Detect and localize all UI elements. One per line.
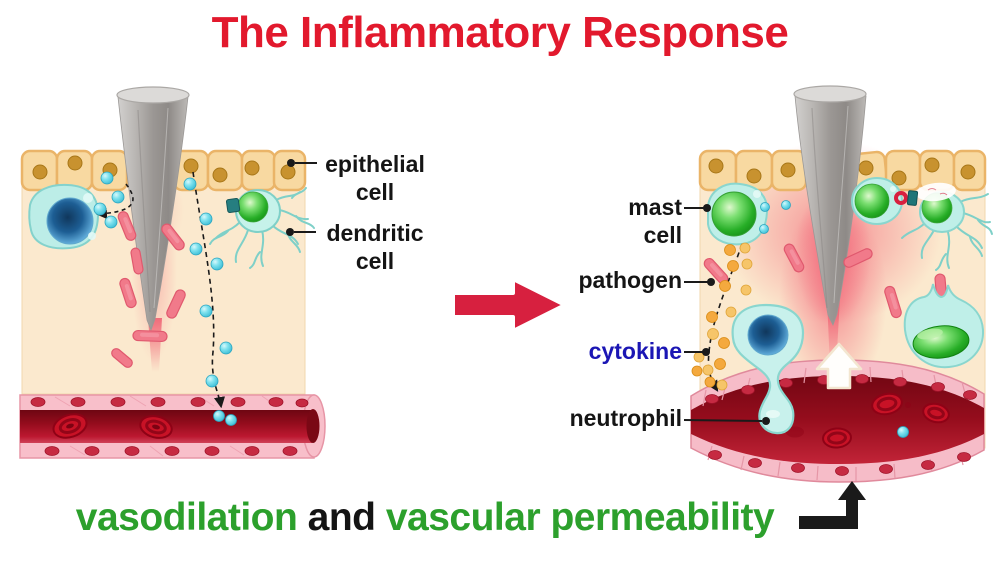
label-dendritic-cell: dendritic cell <box>320 219 430 275</box>
caption-conjunction: and <box>297 496 386 539</box>
red-blood-cell <box>139 415 173 439</box>
label-cytokine: cytokine <box>588 338 682 364</box>
label-pathogen: pathogen <box>578 267 683 293</box>
label-line: mast <box>628 194 682 220</box>
caption-vasodilation: vasodilation <box>75 496 298 539</box>
label-line: epithelial <box>325 151 425 177</box>
dendritic-cell <box>901 191 993 271</box>
red-blood-cell <box>922 402 950 424</box>
red-blood-cell <box>822 427 852 449</box>
label-line: cell <box>355 179 395 205</box>
white-up-arrow-icon <box>815 342 863 390</box>
red-blood-cell <box>871 392 903 416</box>
splinter <box>116 86 190 332</box>
label-epithelial-cell: epithelial cell <box>320 150 430 206</box>
blood-vessel-left <box>19 394 326 459</box>
neutrophil-cell <box>731 303 805 435</box>
caption-vascular-permeability: vascular permeability <box>385 496 775 539</box>
transition-arrow-icon <box>451 277 567 333</box>
granules <box>759 200 791 234</box>
red-blood-cell <box>52 413 88 439</box>
cytokine-signal-path <box>707 243 743 392</box>
bent-arrow-icon <box>799 481 866 529</box>
right-panel <box>690 85 993 483</box>
cytokine-dots-cyan <box>93 171 237 426</box>
pathogens-left <box>111 211 186 368</box>
dendrites <box>209 187 315 269</box>
label-line: dendritic <box>326 220 424 246</box>
page-title: The Inflammatory Response <box>211 8 789 57</box>
endothelial-nuclei <box>30 397 309 456</box>
cytokine-dots-orange <box>691 242 753 391</box>
label-mast-cell: mast cell <box>556 193 682 249</box>
label-line: cell <box>643 222 682 248</box>
erased-artifact <box>916 182 956 202</box>
mast-cell-activated <box>707 182 791 246</box>
epithelial-cell-row <box>20 149 307 192</box>
antigen-connector <box>894 190 919 206</box>
mast-cell-nucleus <box>711 191 757 237</box>
label-neutrophil: neutrophil <box>569 405 682 431</box>
receptor <box>225 197 241 214</box>
mast-cell-nucleus <box>46 197 94 245</box>
label-leader-lines <box>286 159 770 425</box>
left-panel <box>19 86 326 459</box>
caption: vasodilation and vascular permeability <box>30 496 820 540</box>
dendritic-cell-nucleus <box>237 191 269 223</box>
pathogens-right <box>703 243 902 319</box>
dendritic-cell <box>209 187 315 269</box>
macrophage-cell <box>903 273 985 369</box>
endothelial-nuclei <box>705 374 977 476</box>
activated-epithelial-cell <box>851 177 903 225</box>
blood-vessel-right <box>690 359 985 483</box>
splinter <box>793 85 867 327</box>
neutrophil-nucleus <box>747 314 789 356</box>
mast-cell <box>28 183 100 250</box>
label-line: cell <box>355 248 395 274</box>
cytokine-dot-in-vessel <box>897 426 909 438</box>
